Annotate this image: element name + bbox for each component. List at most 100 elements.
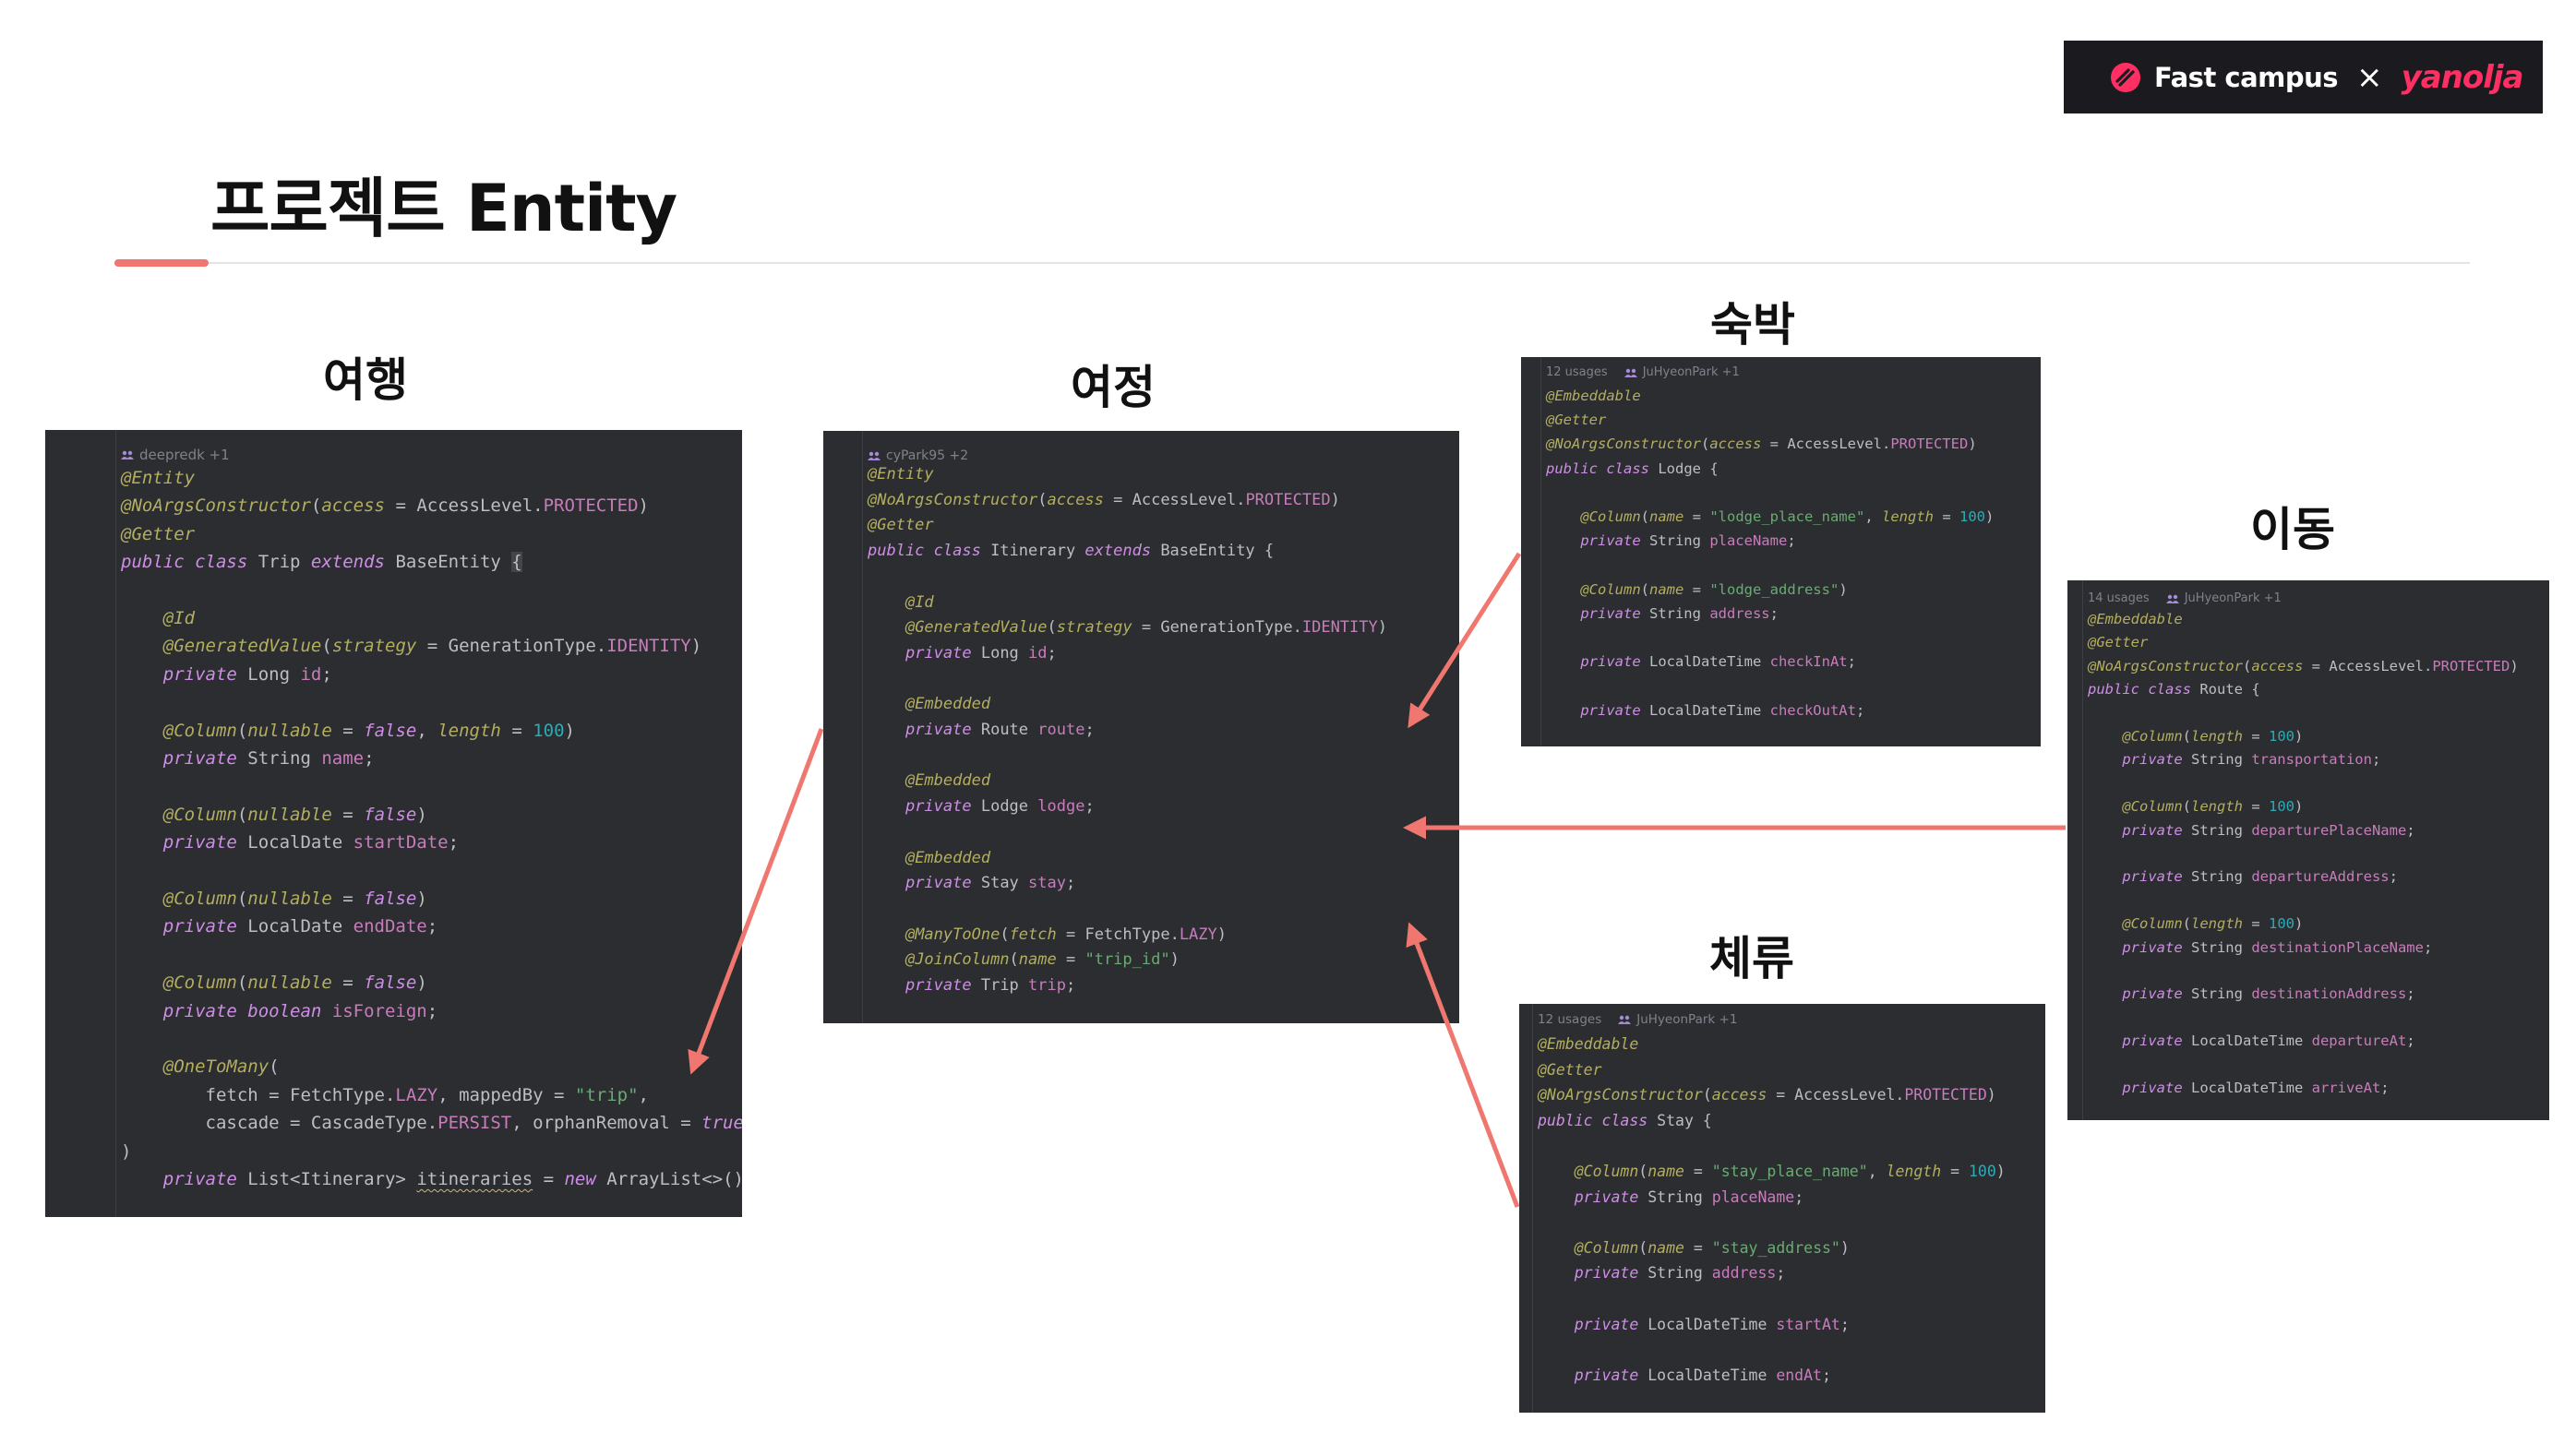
code-token: = AccessLevel. (1761, 436, 1891, 453)
code-token: @NoArgsConstructor (121, 495, 311, 517)
code-token: private (905, 976, 981, 995)
code-token: Lodge { (1658, 459, 1719, 477)
code-token: = (533, 1169, 565, 1189)
code-token: ) (1330, 490, 1340, 509)
code-line: public class Stay { (1538, 1112, 1712, 1129)
code-line: public class Lodge { (1546, 460, 1719, 477)
code-line: private List<Itinerary> itineraries = ne… (121, 1169, 742, 1189)
code-token: private (2122, 1080, 2191, 1096)
code-token: ) (1986, 1086, 1996, 1104)
code-token: "stay_place_name" (1711, 1163, 1868, 1180)
code-token: private (162, 1169, 248, 1189)
code-token: @NoArgsConstructor (1546, 436, 1701, 453)
code-token: @Entity (868, 465, 934, 483)
code-line: @GeneratedValue(strategy = GenerationTyp… (868, 618, 1387, 637)
code-token: ) (2294, 798, 2304, 816)
code-token: = (500, 720, 533, 741)
code-token: = (331, 973, 365, 994)
code-line: @Embedded (868, 771, 990, 790)
code-token: "lodge_place_name" (1709, 508, 1865, 525)
code-token: length (437, 720, 501, 741)
code-token: nullable (247, 889, 332, 909)
code-token: private (905, 643, 981, 662)
page-title: 프로젝트 Entity (210, 171, 677, 246)
code-line: @NoArgsConstructor(access = AccessLevel.… (1538, 1086, 1996, 1104)
heading-itinerary: 여정 (1071, 361, 1156, 414)
code-token: PROTECTED (2432, 657, 2510, 674)
code-token: ; (364, 748, 375, 769)
code-token: private (905, 721, 981, 739)
code-token: ( (1638, 1163, 1648, 1180)
code-line: @Column(nullable = false, length = 100) (121, 721, 575, 741)
code-token: @Column (1580, 508, 1641, 525)
code-token: LAZY (395, 1084, 438, 1105)
code-token: @Embedded (905, 771, 991, 791)
code-token: ) (690, 636, 702, 657)
code-token: destinationPlaceName (2251, 938, 2424, 956)
code-token: LocalDateTime (1648, 653, 1770, 671)
code-token: @Embedded (905, 848, 991, 867)
code-token: fetch (1009, 925, 1057, 944)
code-line: private String transportation; (2088, 751, 2380, 768)
code-token: = (2243, 798, 2269, 816)
code-token: @Entity (121, 468, 196, 488)
code-token: , orphanRemoval = (511, 1113, 702, 1134)
code-token: public class (1546, 459, 1659, 477)
code-token: private (1574, 1264, 1648, 1283)
title-divider-accent (114, 259, 209, 267)
code-token: stay (1028, 874, 1066, 893)
code-token: ( (1640, 508, 1649, 525)
code-token: = (1683, 1238, 1712, 1257)
code-token: private (162, 832, 248, 853)
code-token: extends (1084, 542, 1161, 561)
code-token: ( (1638, 1238, 1648, 1257)
code-token: ) (2294, 915, 2304, 933)
code-token: private (162, 663, 248, 685)
code-token: ) (1984, 508, 1995, 525)
code-line: @Column(nullable = false) (121, 973, 427, 993)
code-token: LocalDateTime (2190, 1080, 2312, 1096)
code-token: ; (1794, 1187, 1804, 1206)
code-token: name (1647, 1238, 1684, 1257)
code-token: ; (1084, 797, 1095, 817)
code-line: private LocalDateTime checkOutAt; (1546, 702, 1864, 719)
code-token: name (321, 748, 365, 769)
code-token: address (1709, 604, 1770, 622)
code-token: false (364, 720, 417, 741)
heading-route: 이동 (2250, 503, 2335, 556)
code-token: ) (121, 1140, 132, 1162)
code-token: ; (1065, 976, 1076, 995)
code-line: @NoArgsConstructor(access = AccessLevel.… (868, 491, 1340, 509)
code-token: ) (1839, 580, 1848, 598)
code-token: access (2251, 657, 2304, 674)
code-token: public class (868, 542, 991, 561)
code-token: @Column (162, 973, 237, 994)
code-line: @Column(nullable = false) (121, 805, 427, 825)
code-token: Trip (980, 976, 1029, 995)
code-token: true (701, 1113, 742, 1134)
author-label: cyPark95 +2 (886, 448, 969, 463)
code-token: LocalDateTime (1648, 701, 1770, 719)
code-token: ; (1839, 1315, 1850, 1333)
code-token: ) (1968, 436, 1977, 453)
code-token: departurePlaceName (2251, 821, 2407, 839)
code-token: private (2122, 751, 2191, 769)
users-icon (868, 451, 881, 460)
code-token: trip (1028, 976, 1066, 995)
code-token: 100 (1959, 508, 1985, 525)
code-token: ; (1787, 532, 1796, 550)
code-token: private (1580, 653, 1649, 671)
code-token: @JoinColumn (905, 950, 1010, 970)
code-token: "lodge_address" (1709, 580, 1839, 598)
code-token: ; (2406, 1032, 2415, 1050)
code-token: = AccessLevel. (385, 495, 544, 517)
code-token: ; (448, 832, 460, 853)
code-line: private LocalDateTime startAt; (1538, 1316, 1850, 1333)
code-line: private Stay stay; (868, 874, 1075, 892)
brand-separator: × (2356, 58, 2383, 96)
code-token: @Column (162, 889, 237, 909)
code-token: Long (247, 663, 301, 685)
users-icon (1623, 368, 1637, 377)
